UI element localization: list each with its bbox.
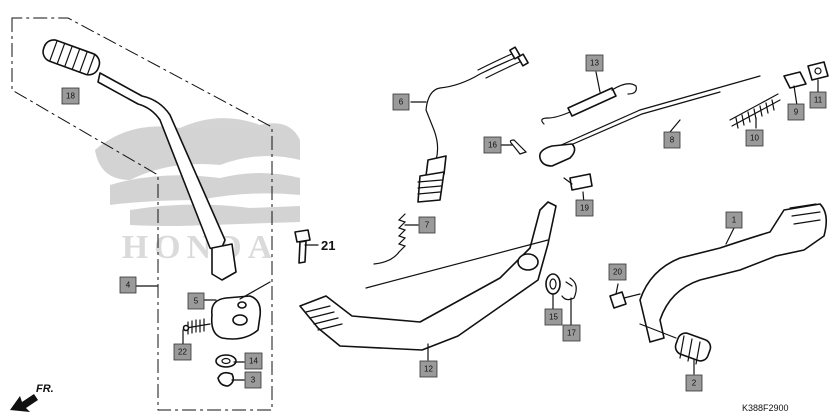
footrest-rubber-2 (639, 323, 712, 365)
callout-13: 13 (585, 54, 604, 72)
callout-4: 4 (119, 276, 137, 294)
label-21: 21 (321, 238, 335, 253)
bolt-21 (294, 229, 311, 264)
svg-text:10: 10 (750, 134, 759, 143)
callout-5: 5 (187, 292, 205, 310)
svg-text:2: 2 (692, 379, 697, 388)
svg-text:9: 9 (794, 108, 799, 117)
step-bracket-1 (639, 203, 828, 343)
cotter-pin-16 (509, 139, 528, 155)
svg-text:22: 22 (178, 348, 187, 357)
adjust-bolt-10 (729, 93, 781, 129)
callout-14: 14 (244, 352, 263, 370)
washer-15 (545, 273, 561, 295)
callout-9: 9 (787, 103, 805, 121)
callout-18: 18 (61, 87, 80, 105)
clip-17 (561, 277, 577, 301)
lever-joint-hardware (182, 295, 262, 387)
callout-16: 16 (483, 136, 502, 154)
svg-text:8: 8 (670, 136, 675, 145)
callout-2: 2 (685, 374, 703, 392)
svg-text:11: 11 (814, 96, 823, 105)
nut-11 (807, 61, 829, 81)
shift-lever-assembly (42, 39, 237, 281)
spring-7 (373, 213, 407, 265)
svg-text:13: 13 (590, 59, 599, 68)
brake-pedal-12 (299, 201, 557, 351)
svg-text:14: 14 (249, 357, 258, 366)
bolt-20 (609, 291, 641, 309)
pin-19 (563, 173, 593, 191)
switch-6 (417, 46, 529, 203)
svg-text:18: 18 (66, 92, 75, 101)
svg-text:5: 5 (194, 297, 199, 306)
callout-22: 22 (173, 343, 192, 361)
svg-text:3: 3 (251, 376, 256, 385)
callout-8: 8 (663, 131, 681, 149)
diagram-code: K388F2900 (742, 403, 789, 413)
nut-9 (783, 71, 807, 89)
svg-text:6: 6 (399, 98, 404, 107)
svg-text:15: 15 (549, 313, 558, 322)
callout-7: 7 (418, 216, 436, 234)
front-label: FR. (36, 383, 54, 395)
assembly-boundary (11, 17, 273, 411)
svg-text:17: 17 (567, 329, 576, 338)
watermark-text: HONDA (122, 229, 279, 266)
rod-joint (538, 143, 576, 167)
callout-20: 20 (608, 263, 627, 281)
svg-text:1: 1 (732, 216, 737, 225)
svg-text:7: 7 (425, 221, 430, 230)
rod-8 (549, 75, 761, 151)
callout-10: 10 (745, 129, 764, 147)
callout-3: 3 (244, 371, 262, 389)
callout-11: 11 (809, 91, 827, 109)
front-arrow-icon (10, 394, 38, 412)
front-direction-indicator: FR. (10, 383, 54, 412)
svg-text:4: 4 (126, 281, 131, 290)
spring-13 (541, 83, 637, 125)
callout-12: 12 (419, 360, 438, 378)
rod-8-lower (549, 91, 721, 155)
callout-19: 19 (575, 199, 594, 217)
svg-text:19: 19 (580, 204, 589, 213)
svg-text:12: 12 (424, 365, 433, 374)
callout-1: 1 (725, 211, 743, 229)
callout-17: 17 (562, 324, 581, 342)
callout-15: 15 (544, 308, 563, 326)
svg-text:20: 20 (613, 268, 622, 277)
callout-6: 6 (392, 93, 410, 111)
svg-text:16: 16 (488, 141, 497, 150)
